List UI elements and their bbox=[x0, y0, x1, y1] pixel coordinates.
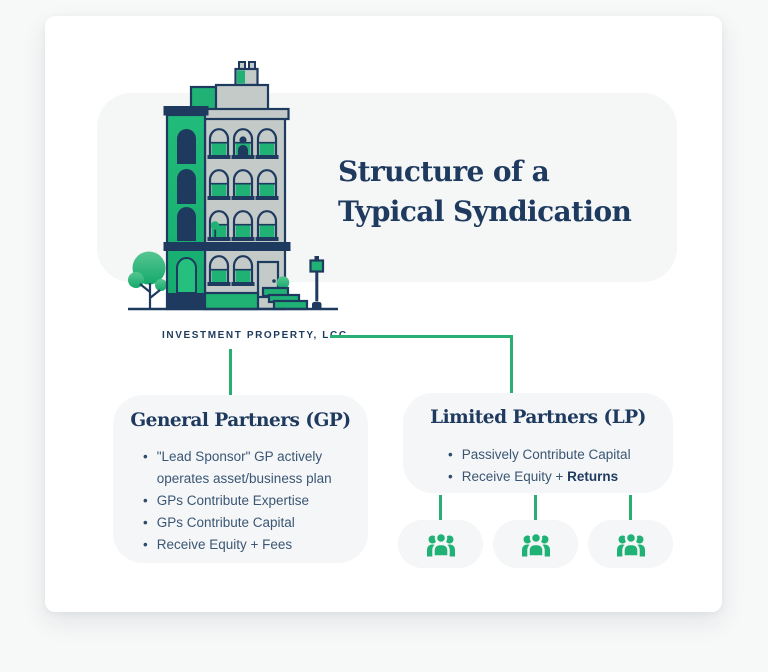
list-item: • "Lead Sponsor" GP actively operates as… bbox=[143, 449, 332, 486]
building-illustration bbox=[128, 61, 338, 311]
gp-bullet-list: • "Lead Sponsor" GP actively operates as… bbox=[113, 446, 368, 556]
infographic-card: Structure of a Typical Syndication INVES… bbox=[45, 16, 722, 612]
connector-investor-2 bbox=[534, 495, 537, 520]
window-plant-icon bbox=[210, 221, 220, 237]
lamp-post-icon bbox=[309, 256, 325, 309]
list-item: • Receive Equity + Fees bbox=[143, 537, 293, 552]
gp-title: General Partners (GP) bbox=[130, 410, 351, 431]
list-item: • GPs Contribute Capital bbox=[143, 515, 295, 530]
page-title-line2: Typical Syndication bbox=[338, 195, 632, 228]
connector-horizontal bbox=[330, 335, 513, 338]
group-icon bbox=[426, 531, 455, 557]
limited-partners-box: Limited Partners (LP) • Passively Contri… bbox=[403, 393, 673, 493]
connector-investor-1 bbox=[439, 495, 442, 520]
connector-gp-vertical bbox=[229, 349, 232, 395]
entry-steps bbox=[261, 286, 309, 311]
page-title: Structure of a Typical Syndication bbox=[338, 152, 632, 232]
building-label: INVESTMENT PROPERTY, LCC bbox=[162, 330, 348, 341]
general-partners-box: General Partners (GP) • "Lead Sponsor" G… bbox=[113, 395, 368, 563]
person-in-window-icon bbox=[238, 136, 248, 156]
lp-bullet-list: • Passively Contribute Capital • Receive… bbox=[403, 444, 673, 488]
connector-lp-vertical bbox=[510, 335, 513, 393]
investor-group-3 bbox=[588, 520, 673, 568]
bush-icon bbox=[276, 276, 290, 289]
group-icon bbox=[616, 531, 645, 557]
group-icon bbox=[521, 531, 550, 557]
investor-group-1 bbox=[398, 520, 483, 568]
list-item: • GPs Contribute Expertise bbox=[143, 493, 310, 508]
list-item: • Receive Equity + Returns bbox=[448, 469, 619, 484]
investor-group-2 bbox=[493, 520, 578, 568]
list-item: • Passively Contribute Capital bbox=[448, 447, 631, 462]
connector-investor-3 bbox=[629, 495, 632, 520]
lp-title: Limited Partners (LP) bbox=[430, 407, 646, 428]
page-title-line1: Structure of a bbox=[338, 155, 550, 188]
